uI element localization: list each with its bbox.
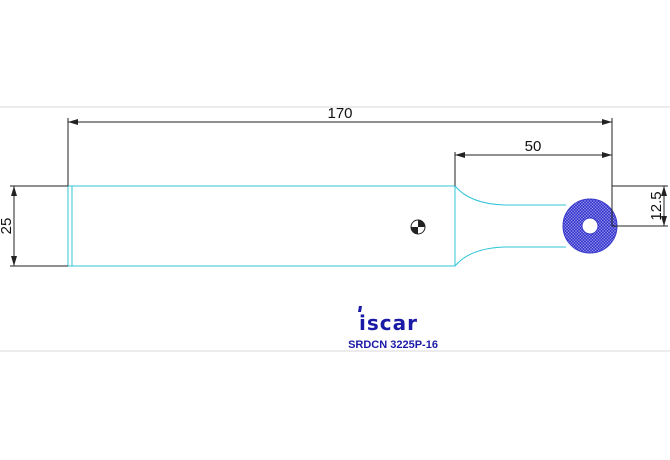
- dimension-overall-length: 170: [327, 105, 352, 122]
- tool-outline: [67, 185, 566, 267]
- dimension-center-offset: 12.5: [648, 191, 665, 220]
- dimension-lines: [10, 118, 668, 267]
- neck-lower-curve: [454, 246, 566, 267]
- dimension-shank-height: 25: [0, 218, 15, 235]
- round-insert: [562, 198, 618, 254]
- neck-upper-curve: [454, 185, 566, 206]
- iscar-logo: iscar: [358, 306, 418, 335]
- dimension-head-length: 50: [525, 138, 542, 155]
- logo-accent-mark: [358, 306, 362, 312]
- insert-center-hole: [581, 217, 599, 235]
- product-code-label: SRDCN 3225P-16: [348, 339, 438, 351]
- brand-logo-text: iscar: [359, 311, 418, 335]
- dimension-arrowheads: [11, 119, 667, 266]
- center-mark-symbol: [410, 219, 426, 235]
